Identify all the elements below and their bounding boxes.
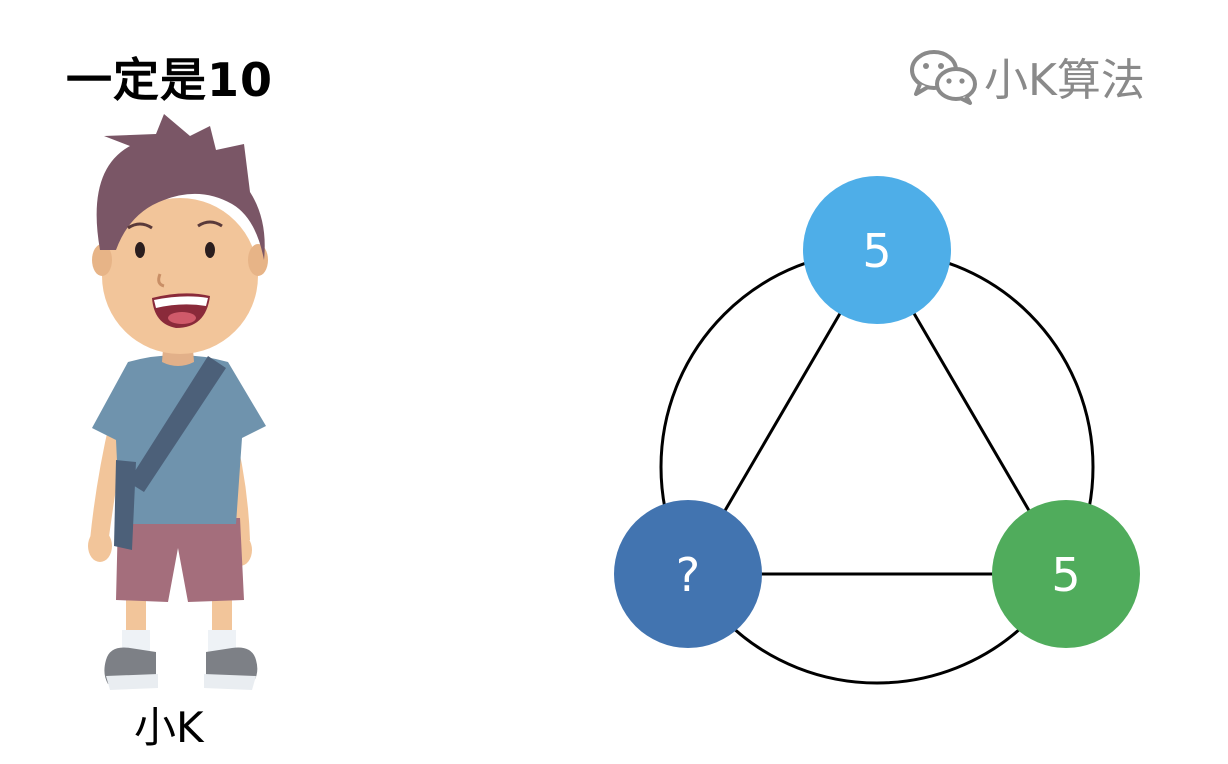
triangle-graph: 5 ? 5 [614,176,1140,685]
brand-name: 小K算法 [984,55,1145,106]
node-top [803,176,951,324]
node-left-label: ? [676,548,700,602]
node-right [992,500,1140,648]
node-top-label: 5 [862,224,891,278]
wechat-icon [910,50,977,105]
node-right-label: 5 [1051,548,1080,602]
character-name: 小K [134,703,204,752]
caption-text: 一定是10 [66,53,274,107]
cartoon-boy-illustration [88,114,268,690]
brand-watermark: 小K算法 [906,44,1145,108]
node-left [614,500,762,648]
